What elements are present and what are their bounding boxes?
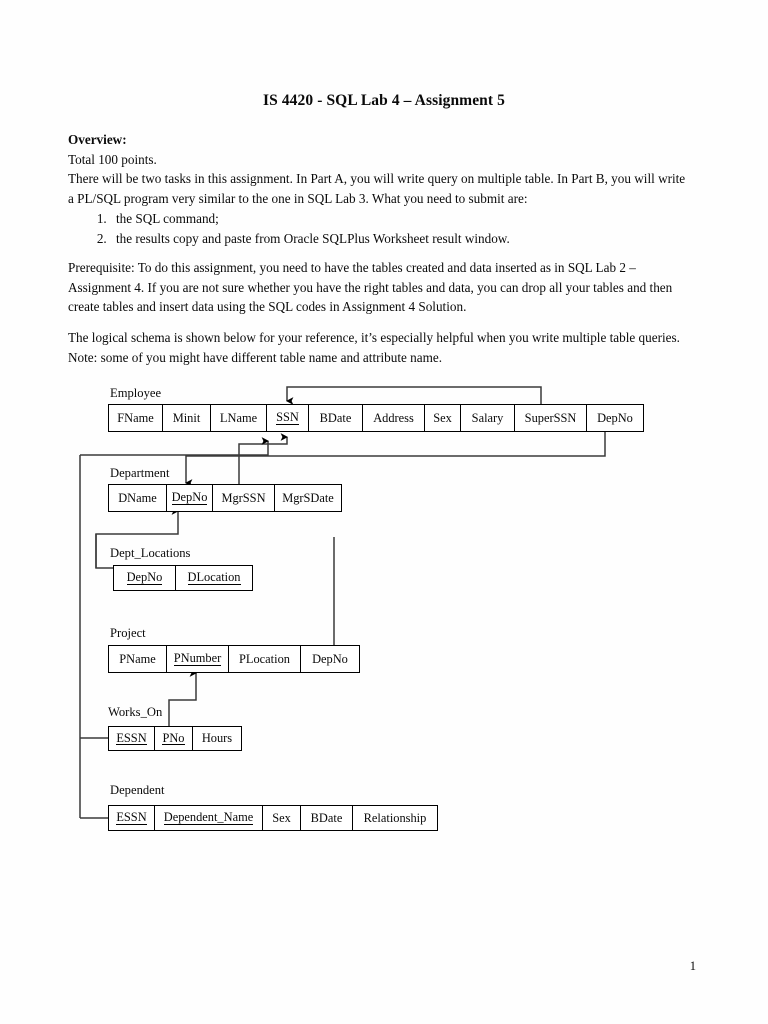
attribute-ssn: SSN	[267, 405, 309, 431]
attribute-depno: DepNo	[587, 405, 643, 431]
attribute-hours: Hours	[193, 727, 241, 750]
attribute-pname: PName	[109, 646, 167, 672]
submission-list: the SQL command; the results copy and pa…	[68, 209, 688, 248]
page-number: 1	[689, 959, 696, 973]
attribute-sex: Sex	[263, 806, 301, 830]
relation-label-dept-locations: Dept_Locations	[110, 546, 191, 560]
relation-employee: FName Minit LName SSN BDate Address Sex …	[108, 404, 644, 432]
relation-dependent: ESSN Dependent_Name Sex BDate Relationsh…	[108, 805, 438, 831]
prerequisite-paragraph: Prerequisite: To do this assignment, you…	[68, 260, 673, 315]
overview-heading: Overview:	[68, 132, 127, 147]
relation-label-employee: Employee	[110, 386, 162, 400]
relation-label-dependent: Dependent	[110, 783, 165, 797]
attribute-address: Address	[363, 405, 425, 431]
attribute-pno: PNo	[155, 727, 193, 750]
attribute-salary: Salary	[461, 405, 515, 431]
relation-label-project: Project	[110, 626, 146, 640]
attribute-essn: ESSN	[109, 806, 155, 830]
relation-label-department: Department	[110, 466, 170, 480]
relation-project: PName PNumber PLocation DepNo	[108, 645, 360, 673]
attribute-fname: FName	[109, 405, 163, 431]
attribute-dependent-name: Dependent_Name	[155, 806, 263, 830]
attribute-minit: Minit	[163, 405, 211, 431]
attribute-dlocation: DLocation	[176, 566, 252, 590]
attribute-relationship: Relationship	[353, 806, 437, 830]
schema-note-paragraph: The logical schema is shown below for yo…	[68, 330, 680, 365]
relation-works-on: ESSN PNo Hours	[108, 726, 242, 751]
attribute-mgrssn: MgrSSN	[213, 485, 275, 511]
attribute-mgrsdate: MgrSDate	[275, 485, 341, 511]
attribute-depno: DepNo	[114, 566, 176, 590]
list-item: the results copy and paste from Oracle S…	[110, 229, 688, 249]
list-item: the SQL command;	[110, 209, 688, 229]
attribute-essn: ESSN	[109, 727, 155, 750]
overview-block: Overview: Total 100 points. There will b…	[68, 130, 688, 249]
attribute-superssn: SuperSSN	[515, 405, 587, 431]
attribute-lname: LName	[211, 405, 267, 431]
attribute-bdate: BDate	[309, 405, 363, 431]
attribute-plocation: PLocation	[229, 646, 301, 672]
attribute-sex: Sex	[425, 405, 461, 431]
relation-label-works-on: Works_On	[108, 705, 163, 719]
attribute-dname: DName	[109, 485, 167, 511]
relation-department: DName DepNo MgrSSN MgrSDate	[108, 484, 342, 512]
attribute-depno: DepNo	[301, 646, 359, 672]
page-title: IS 4420 - SQL Lab 4 – Assignment 5	[263, 92, 505, 109]
attribute-pnumber: PNumber	[167, 646, 229, 672]
attribute-depno: DepNo	[167, 485, 213, 511]
attribute-bdate: BDate	[301, 806, 353, 830]
relation-dept-locations: DepNo DLocation	[113, 565, 253, 591]
intro-paragraph: There will be two tasks in this assignme…	[68, 171, 686, 206]
total-points-line: Total 100 points.	[68, 151, 157, 167]
